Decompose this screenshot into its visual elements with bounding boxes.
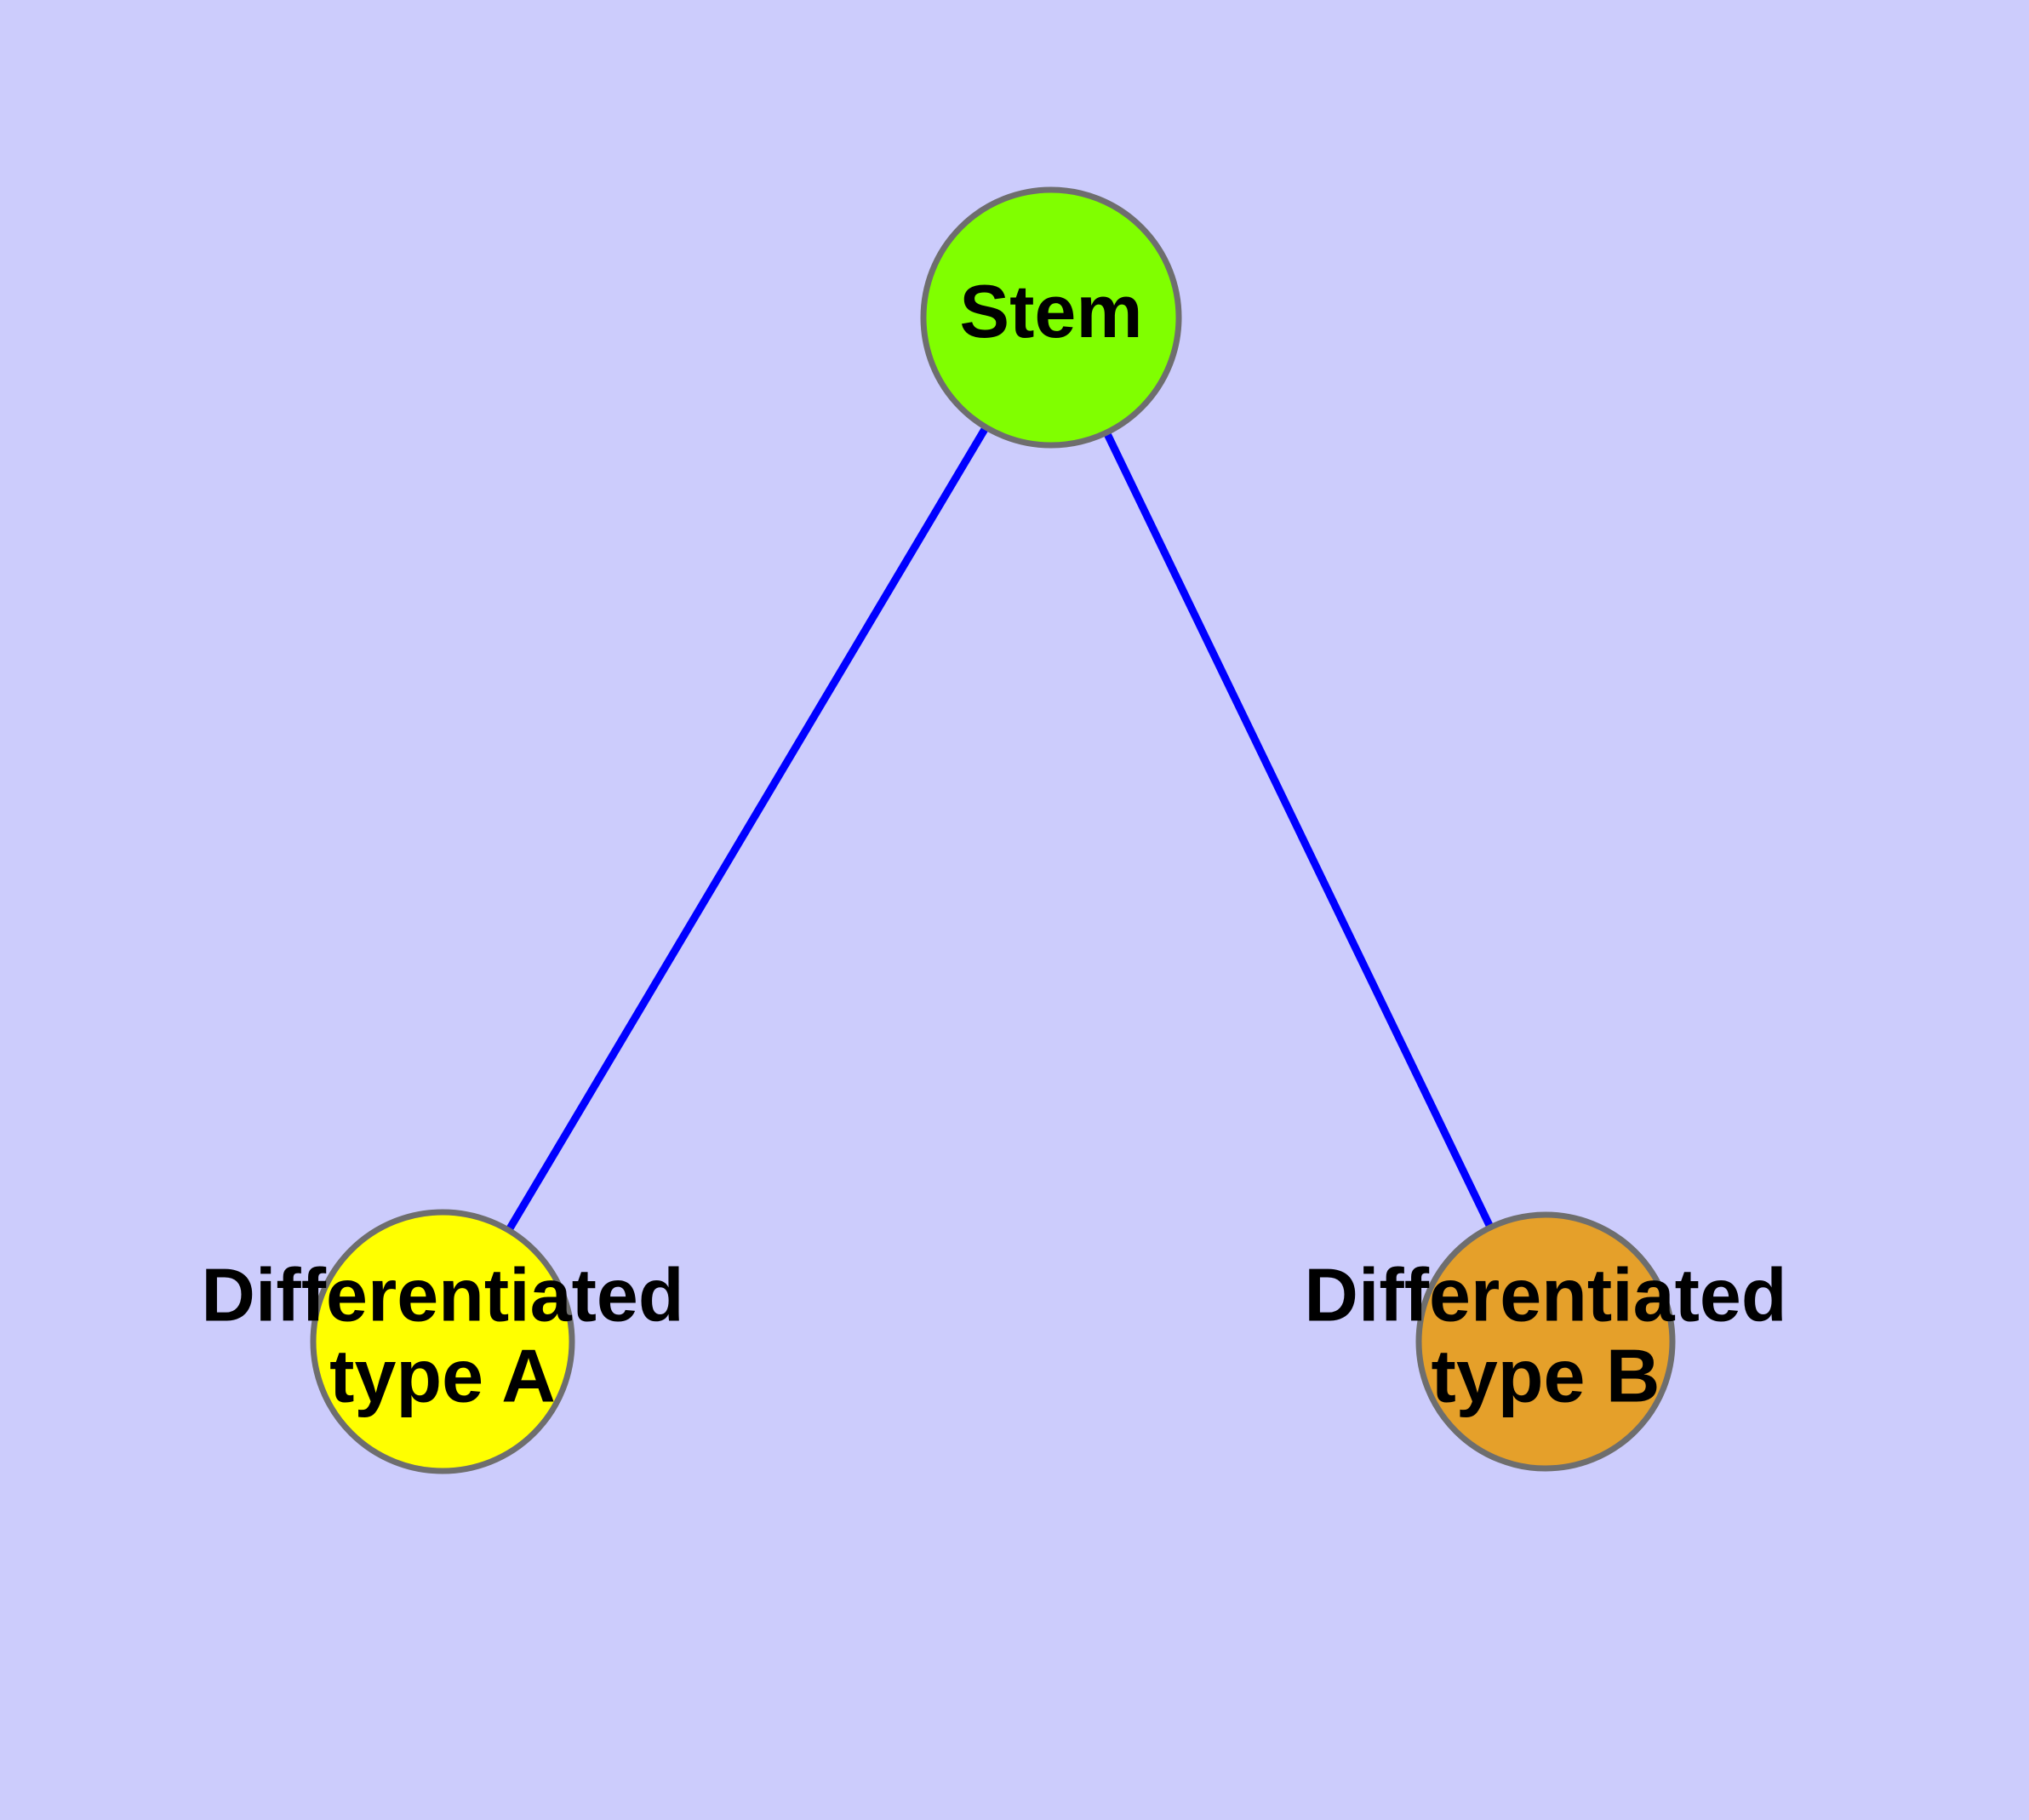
- node-label-line: Stem: [959, 269, 1142, 353]
- node-label-line: type A: [329, 1334, 556, 1418]
- graph-edge-stem-to-diff-b: [1104, 432, 1494, 1228]
- node-circle-diff-a[interactable]: [310, 1209, 575, 1474]
- node-label-line: Differentiated: [201, 1253, 683, 1337]
- node-label-stem: Stem: [959, 269, 1142, 353]
- edge-layer: [506, 426, 1494, 1231]
- node-circle-stem[interactable]: [920, 186, 1182, 449]
- graph-node-stem[interactable]: Stem: [920, 186, 1182, 449]
- node-label-line: Differentiated: [1304, 1253, 1786, 1337]
- node-label-line: type B: [1432, 1334, 1660, 1418]
- graph-edge-stem-to-diff-a: [506, 426, 989, 1231]
- node-circle-diff-b[interactable]: [1415, 1211, 1676, 1472]
